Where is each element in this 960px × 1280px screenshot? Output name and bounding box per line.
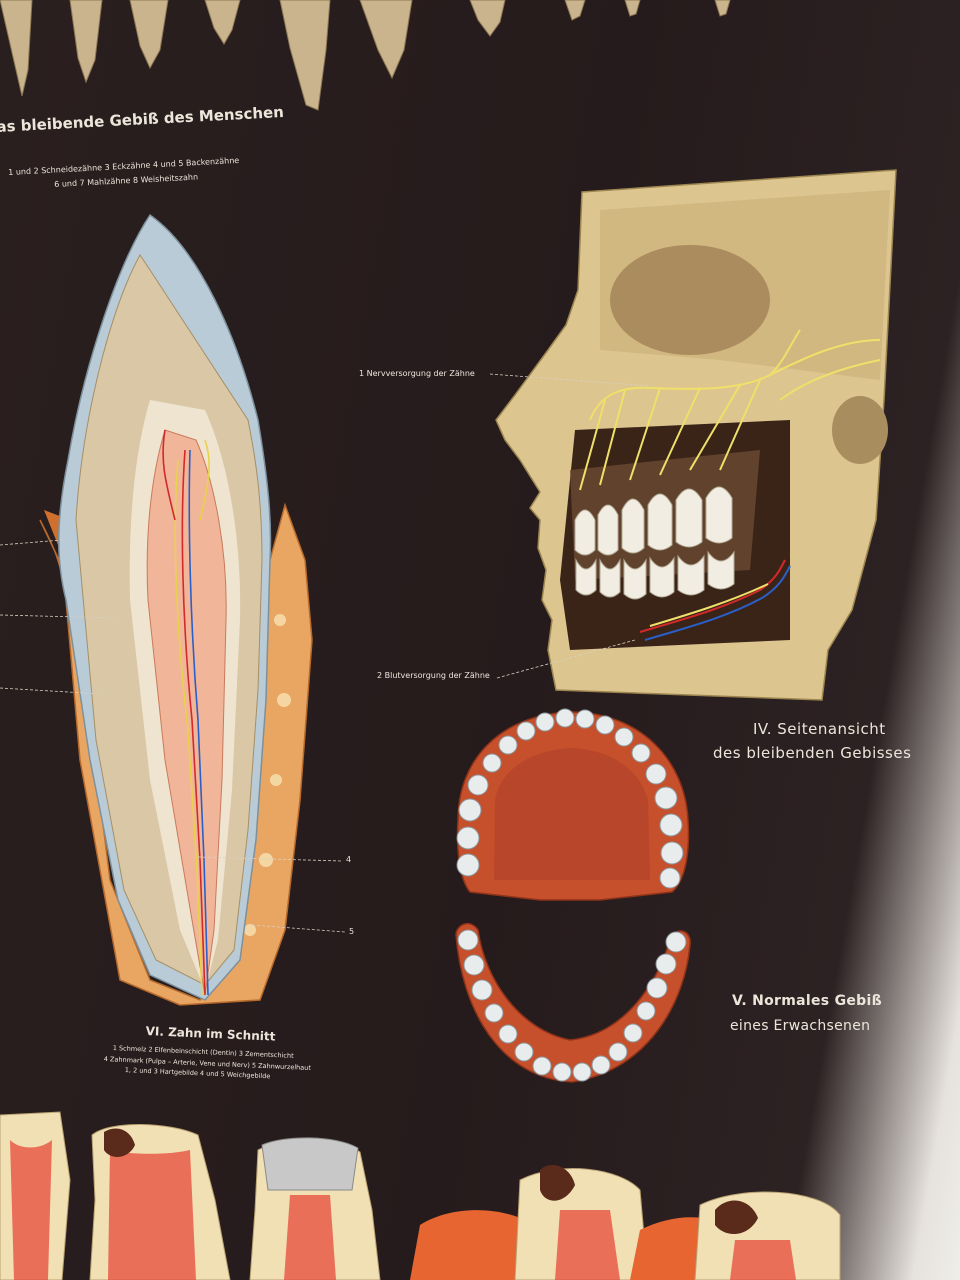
upper-jaw-illustration bbox=[456, 708, 690, 901]
label-blood-supply: 2 Blutversorgung der Zähne bbox=[377, 671, 490, 680]
tooth-marker-4: 4 bbox=[346, 855, 352, 864]
normal-dentition-title-line2: eines Erwachsenen bbox=[730, 1018, 871, 1034]
tooth-marker-5: 5 bbox=[349, 927, 355, 936]
side-view-head-illustration bbox=[495, 169, 897, 701]
label-nerve-supply: 1 Nervversorgung der Zähne bbox=[359, 369, 475, 378]
label-leader-lines bbox=[0, 373, 651, 933]
normal-dentition-title-line1: V. Normales Gebiß bbox=[732, 993, 882, 1009]
tooth-cross-section-illustration bbox=[39, 213, 313, 1006]
side-view-title-line1: IV. Seitenansicht bbox=[753, 720, 886, 738]
lower-jaw-illustration bbox=[455, 922, 691, 1083]
bottom-teeth-row bbox=[0, 1111, 841, 1280]
top-teeth-row bbox=[0, 0, 731, 111]
side-view-title-line2: des bleibenden Gebisses bbox=[713, 744, 912, 762]
